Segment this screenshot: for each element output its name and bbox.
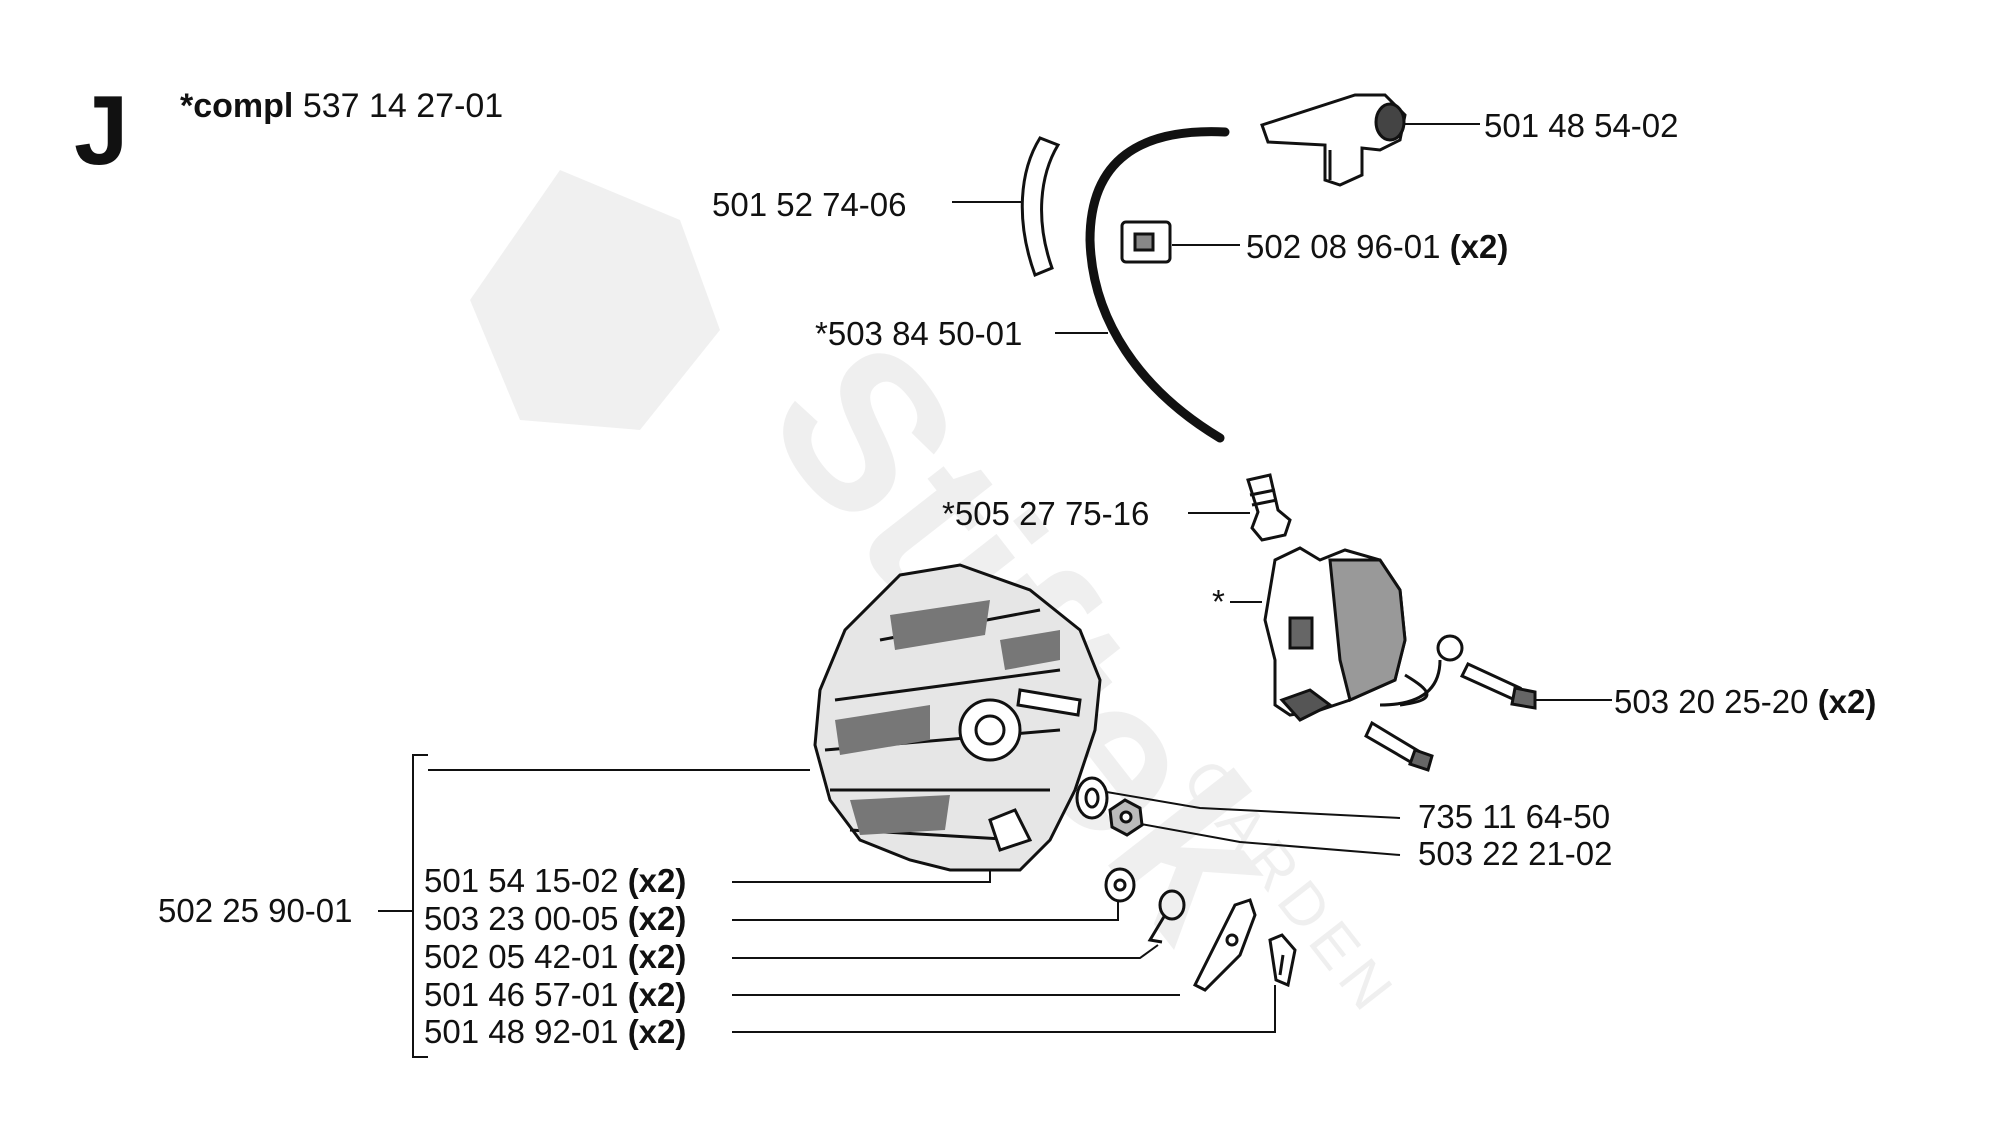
label-pawl: 501 46 57-01 (x2) <box>424 976 686 1014</box>
leader-lines <box>378 123 1612 1058</box>
part-number: 503 22 21-02 <box>1418 835 1613 872</box>
part-qty: (x2) <box>627 900 687 937</box>
label-ignition-module: * <box>1212 583 1225 621</box>
module-screw-icon <box>1459 662 1537 710</box>
label-pawl-screw: 501 54 15-02 (x2) <box>424 862 686 900</box>
part-qty: (x2) <box>1817 683 1877 720</box>
part-number: 501 48 54-02 <box>1484 107 1679 144</box>
part-number: *505 27 75-16 <box>942 495 1150 532</box>
ignition-cable-icon <box>1085 127 1230 443</box>
contact-spring-icon <box>1246 473 1292 542</box>
kit-title-bold: *compl <box>180 87 294 125</box>
flywheel-icon <box>813 563 1102 872</box>
kit-title: *compl 537 14 27-01 <box>180 86 503 126</box>
pawl-clip-icon <box>1268 933 1297 988</box>
label-clip: 502 08 96-01 (x2) <box>1246 228 1508 266</box>
label-ignition-cable: *503 84 50-01 <box>815 315 1022 353</box>
part-qty: (x2) <box>627 938 687 975</box>
part-number: 501 54 15-02 <box>424 862 619 899</box>
label-nut: 503 22 21-02 <box>1418 835 1613 873</box>
ignition-module-icon <box>1263 546 1464 722</box>
part-number: 502 05 42-01 <box>424 938 619 975</box>
part-number: 503 20 25-20 <box>1614 683 1809 720</box>
part-number: *503 84 50-01 <box>815 315 1023 352</box>
part-qty: (x2) <box>627 1013 687 1050</box>
part-number: 501 52 74-06 <box>712 186 907 223</box>
section-letter: J <box>74 75 129 185</box>
watermark-logo-icon <box>470 170 720 430</box>
part-qty: (x2) <box>627 862 687 899</box>
label-flywheel: 502 25 90-01 <box>158 892 353 930</box>
part-number: 502 25 90-01 <box>158 892 353 929</box>
part-number: 503 23 00-05 <box>424 900 619 937</box>
part-number: 502 08 96-01 <box>1246 228 1441 265</box>
label-pawl-washer: 503 23 00-05 (x2) <box>424 900 686 938</box>
kit-number: 537 14 27-01 <box>302 87 504 125</box>
module-screw-2-icon <box>1364 720 1434 772</box>
cable-clip-icon <box>1120 220 1172 264</box>
label-pawl-spring: 502 05 42-01 (x2) <box>424 938 686 976</box>
pawl-washer-icon <box>1104 867 1136 903</box>
part-qty: (x2) <box>627 976 687 1013</box>
part-qty: (x2) <box>1449 228 1509 265</box>
label-hose: 501 52 74-06 <box>712 186 907 224</box>
part-number: 735 11 64-50 <box>1418 798 1611 835</box>
label-washer: 735 11 64-50 <box>1418 798 1610 836</box>
label-contact-spring: *505 27 75-16 <box>942 495 1149 533</box>
pawl-spring-icon <box>1147 889 1186 944</box>
label-spark-plug-cap: 501 48 54-02 <box>1484 107 1679 145</box>
nut-icon <box>1108 798 1144 837</box>
pawl-icon <box>1192 898 1257 992</box>
spark-plug-cap-icon <box>1260 93 1407 187</box>
washer-icon <box>1075 776 1109 820</box>
hose-icon <box>1020 136 1061 277</box>
part-number: 501 46 57-01 <box>424 976 619 1013</box>
part-number: * <box>1212 583 1225 620</box>
label-pawl-clip: 501 48 92-01 (x2) <box>424 1013 686 1051</box>
part-number: 501 48 92-01 <box>424 1013 619 1050</box>
label-module-screw: 503 20 25-20 (x2) <box>1614 683 1876 721</box>
